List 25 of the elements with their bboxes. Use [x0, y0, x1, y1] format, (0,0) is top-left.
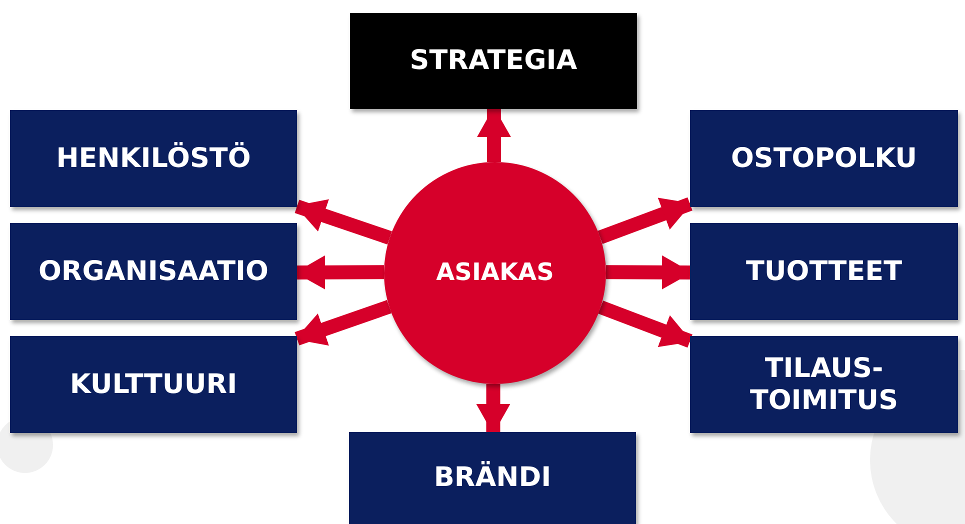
arrow — [476, 107, 511, 162]
arrow — [598, 300, 692, 348]
node-label: BRÄNDI — [432, 462, 552, 494]
label-box — [690, 223, 958, 320]
node-label: ASIAKAS — [435, 259, 555, 287]
label-box — [350, 13, 637, 109]
arrow — [294, 199, 392, 245]
node-label: ORGANISAATIO — [37, 256, 270, 288]
label-box — [10, 336, 297, 433]
arrow — [598, 197, 692, 244]
node-label: TILAUS-TOIMITUS — [748, 353, 900, 416]
label-box — [10, 223, 297, 320]
label-box — [690, 110, 958, 207]
node-label: HENKILÖSTÖ — [55, 142, 252, 174]
node-label: KULTTUURI — [68, 368, 238, 400]
arrow — [294, 300, 392, 346]
node-label: TUOTTEET — [744, 256, 904, 288]
label-box — [690, 336, 958, 433]
node-label: STRATEGIA — [408, 45, 578, 77]
arrow — [606, 255, 692, 290]
label-box — [349, 432, 636, 524]
arrow — [476, 384, 510, 434]
node-label: OSTOPOLKU — [730, 142, 918, 174]
label-box — [10, 110, 297, 207]
arrow — [295, 255, 384, 290]
